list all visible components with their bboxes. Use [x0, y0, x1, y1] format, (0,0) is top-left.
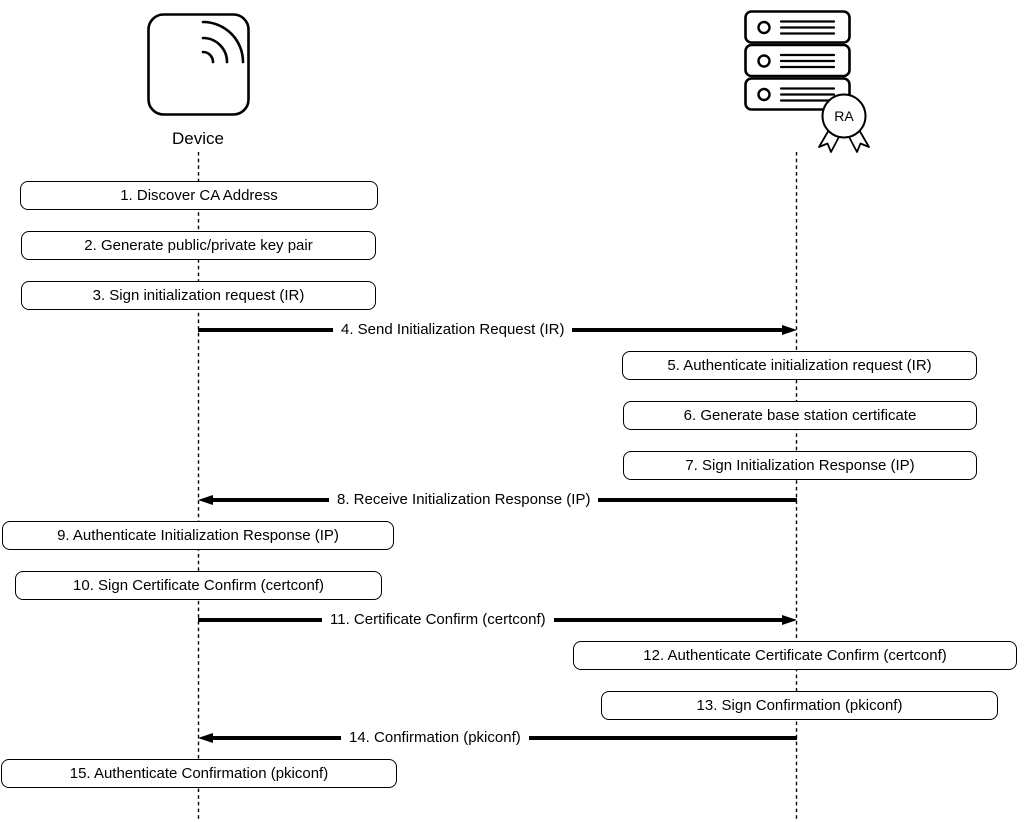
message-arrow-11: 11. Certificate Confirm (certconf) — [198, 609, 797, 631]
arrowhead-right-icon — [782, 615, 797, 625]
arrow-line-segment — [213, 736, 341, 740]
message-arrow-14: 14. Confirmation (pkiconf) — [198, 727, 797, 749]
ra-badge-label: RA — [834, 108, 854, 124]
arrow-line-segment — [598, 498, 797, 502]
actor-label-device: Device — [172, 129, 224, 148]
step-box-6: 6. Generate base station certificate — [623, 401, 977, 430]
arrowhead-left-icon — [198, 733, 213, 743]
message-label-4: 4. Send Initialization Request (IR) — [341, 321, 565, 338]
step-box-7: 7. Sign Initialization Response (IP) — [623, 451, 977, 480]
step-box-1: 1. Discover CA Address — [20, 181, 378, 210]
step-box-13: 13. Sign Confirmation (pkiconf) — [601, 691, 998, 720]
ribbon-badge-icon: RA — [818, 93, 870, 153]
arrowhead-right-icon — [782, 325, 797, 335]
step-box-15: 15. Authenticate Confirmation (pkiconf) — [1, 759, 397, 788]
message-arrow-4: 4. Send Initialization Request (IR) — [198, 319, 797, 341]
arrow-line-segment — [553, 618, 782, 622]
arrow-line-segment — [572, 328, 782, 332]
message-label-14: 14. Confirmation (pkiconf) — [349, 729, 521, 746]
message-label-8: 8. Receive Initialization Response (IP) — [337, 491, 591, 508]
step-box-9: 9. Authenticate Initialization Response … — [2, 521, 394, 550]
arrow-line-segment — [528, 736, 797, 740]
arrow-line-segment — [198, 618, 322, 622]
arrow-line-segment — [198, 328, 333, 332]
step-box-12: 12. Authenticate Certificate Confirm (ce… — [573, 641, 1017, 670]
message-arrow-8: 8. Receive Initialization Response (IP) — [198, 489, 797, 511]
wireless-device-icon — [147, 13, 250, 116]
step-box-2: 2. Generate public/private key pair — [21, 231, 376, 260]
arrowhead-left-icon — [198, 495, 213, 505]
arrow-line-segment — [213, 498, 329, 502]
server-rack-icon — [744, 10, 851, 111]
message-label-11: 11. Certificate Confirm (certconf) — [330, 611, 546, 628]
step-box-5: 5. Authenticate initialization request (… — [622, 351, 977, 380]
step-box-10: 10. Sign Certificate Confirm (certconf) — [15, 571, 382, 600]
step-box-3: 3. Sign initialization request (IR) — [21, 281, 376, 310]
